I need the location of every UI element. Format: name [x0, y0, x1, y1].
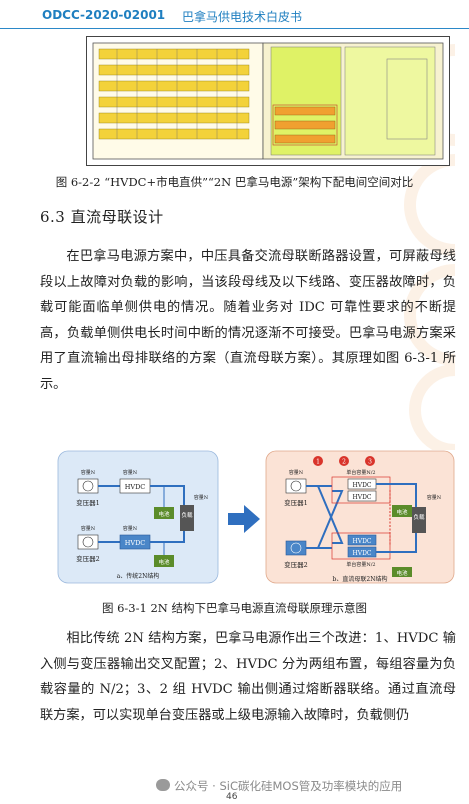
document-title: 巴拿马供电技术白皮书 [182, 10, 303, 24]
left-cap-label-5: 容量N [194, 494, 209, 501]
left-cap-label-4: 容量N [123, 525, 138, 532]
badge-3: 3 [368, 459, 372, 466]
paragraph-1: 在巴拿马电源方案中，中压具备交流母联断路器设置，可屏蔽母线段以上故障对负载的影响… [40, 249, 456, 392]
right-cap-label-1: 容量N [289, 469, 304, 476]
left-battery-label-2: 电池 [158, 558, 170, 566]
paragraph-2: 相比传统 2N 结构方案，巴拿马电源作出三个改进：1、HVDC 输入侧与变压器输… [40, 631, 456, 723]
right-half-cap-1: 单台容量N/2 [346, 469, 375, 476]
section-title: 6.3 直流母联设计 [40, 208, 164, 226]
figure-caption-bottom: 图 6-3-1 2N 结构下巴拿马电源直流母联原理示意图 [101, 601, 368, 615]
document-id: ODCC-2020-02001 [42, 8, 166, 22]
wechat-account-label: 公众号 · SiC碳化硅MOS管及功率模块的应用 [174, 779, 403, 793]
right-battery-label-1: 电池 [396, 508, 408, 516]
left-caption: a、传统2N结构 [117, 572, 160, 580]
left-load-label: 负载 [181, 511, 193, 519]
right-cap-label-2: 容量N [427, 494, 442, 501]
dc-bus-tie-diagram: 变压器1 容量N 变压器2 容量N HVDC 容量N HVDC 容量N 电池 电… [57, 450, 455, 584]
left-transformer2-label: 变压器2 [76, 554, 100, 563]
right-battery-label-2: 电池 [396, 569, 408, 577]
floorplan-comparison-image [86, 36, 450, 166]
right-half-cap-2: 单台容量N/2 [346, 561, 375, 568]
right-hvdc-2a: HVDC [353, 538, 372, 545]
right-transformer1-label: 变压器1 [284, 498, 308, 507]
left-cap-label-1: 容量N [81, 469, 96, 476]
right-transformer2-label: 变压器2 [284, 560, 308, 569]
left-cap-label-3: 容量N [123, 469, 138, 476]
left-hvdc-label-2: HVDC [125, 539, 146, 547]
left-battery-label-1: 电池 [158, 510, 170, 518]
page-number: 46 [226, 792, 238, 802]
badge-1: 1 [316, 459, 320, 466]
right-load-label: 负载 [413, 513, 425, 521]
right-hvdc-1b: HVDC [353, 494, 372, 501]
left-cap-label-2: 容量N [81, 525, 96, 532]
right-hvdc-2b: HVDC [353, 550, 372, 557]
left-transformer1-label: 变压器1 [76, 498, 100, 507]
wechat-icon [156, 779, 170, 791]
figure-caption-top: 图 6-2-2 “HVDC+市电直供”“2N 巴拿马电源”架构下配电间空间对比 [55, 175, 414, 189]
right-caption: b、直流母联2N结构 [333, 575, 388, 583]
badge-2: 2 [342, 459, 346, 466]
right-hvdc-1a: HVDC [353, 482, 372, 489]
wechat-footer: 公众号 · SiC碳化硅MOS管及功率模块的应用 [156, 778, 402, 794]
left-hvdc-label-1: HVDC [125, 483, 146, 491]
page-header: ODCC-2020-02001 巴拿马供电技术白皮书 [0, 0, 469, 29]
